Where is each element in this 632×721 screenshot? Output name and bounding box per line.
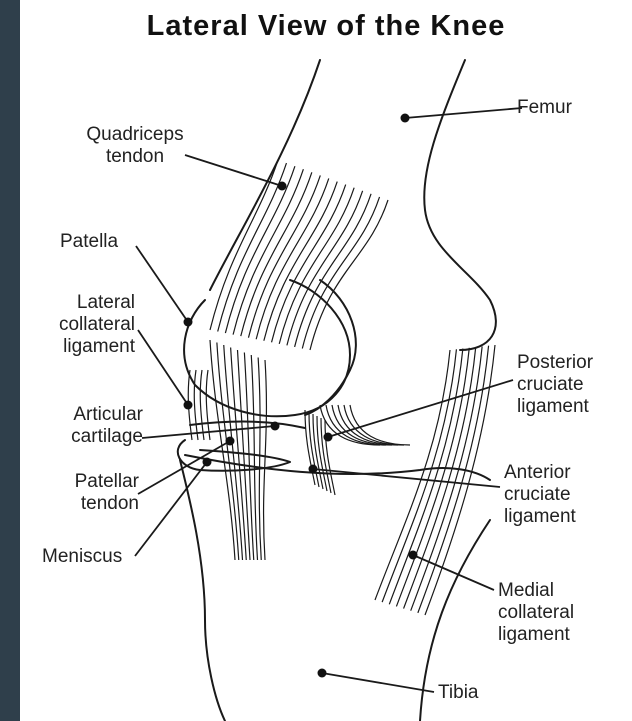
label-lcl-line3: ligament	[25, 336, 135, 358]
quadriceps-tendon-fibers	[210, 160, 388, 350]
label-patellar-tendon: Patellar tendon	[25, 471, 139, 515]
label-lateral-collateral-ligament: Lateral collateral ligament	[25, 292, 135, 358]
patellar-tendon-fibers-fiber	[264, 360, 267, 560]
label-tibia: Tibia	[438, 682, 478, 704]
label-femur-line1: Femur	[517, 97, 572, 119]
label-cartilage-line2: cartilage	[25, 426, 143, 448]
tibia-front-outline	[180, 460, 225, 721]
quadriceps-tendon-fibers-fiber	[256, 178, 329, 339]
dot-posterior-cruciate-ligament	[324, 433, 333, 442]
label-cartilage-line1: Articular	[25, 404, 143, 426]
dot-medial-collateral-ligament	[409, 551, 418, 560]
label-lcl-line1: Lateral	[25, 292, 135, 314]
dot-meniscus	[203, 458, 212, 467]
diagram-panel: Lateral View of the Knee Femur Quadricep…	[20, 0, 632, 721]
leader-posterior-cruciate-ligament	[328, 380, 513, 437]
quadriceps-tendon-fibers-fiber	[248, 175, 320, 337]
leader-lateral-collateral-ligament	[138, 330, 188, 405]
label-pcl-line2: cruciate	[517, 374, 627, 396]
dot-patellar-tendon	[226, 437, 235, 446]
dot-patella	[184, 318, 193, 327]
lateral-collateral-fibers-fiber	[206, 370, 210, 440]
condyle-outline	[305, 280, 356, 415]
label-pcl-line3: ligament	[517, 396, 627, 418]
leader-patellar-tendon	[138, 441, 230, 494]
label-patellar-line2: tendon	[25, 493, 139, 515]
label-articular-cartilage: Articular cartilage	[25, 404, 143, 448]
patella-outline	[184, 280, 350, 416]
label-acl-line3: ligament	[504, 506, 624, 528]
label-tibia-line1: Tibia	[438, 682, 478, 704]
leader-femur	[405, 108, 522, 118]
label-pcl-line1: Posterior	[517, 352, 627, 374]
lateral-collateral-fibers-fiber	[194, 370, 198, 440]
dot-anterior-cruciate-ligament	[309, 465, 318, 474]
anterior-cruciate-fibers-fiber	[321, 418, 331, 493]
femur-back-outline	[424, 60, 496, 350]
label-femur: Femur	[517, 97, 572, 119]
dot-quadriceps-tendon	[278, 182, 287, 191]
label-acl-line1: Anterior	[504, 462, 624, 484]
label-patella-line1: Patella	[60, 231, 118, 253]
label-anterior-cruciate-ligament: Anterior cruciate ligament	[504, 462, 624, 528]
quadriceps-tendon-fibers-fiber	[241, 172, 312, 336]
label-mcl-line3: ligament	[498, 624, 618, 646]
dot-articular-cartilage	[271, 422, 280, 431]
dot-tibia	[318, 669, 327, 678]
posterior-cruciate-fibers-fiber	[332, 405, 392, 445]
label-mcl-line2: collateral	[498, 602, 618, 624]
label-medial-collateral-ligament: Medial collateral ligament	[498, 580, 618, 646]
label-quadriceps-tendon: Quadriceps tendon	[50, 124, 220, 168]
leader-tibia	[322, 673, 434, 692]
label-lcl-line2: collateral	[25, 314, 135, 336]
label-meniscus: Meniscus	[42, 546, 122, 568]
label-meniscus-line1: Meniscus	[42, 546, 122, 568]
quadriceps-tendon-fibers-fiber	[279, 188, 354, 344]
quadriceps-tendon-fibers-fiber	[295, 194, 371, 347]
medial-collateral-fibers-fiber	[396, 348, 469, 607]
quadriceps-tendon-fibers-fiber	[272, 185, 346, 343]
label-quadriceps-line1: Quadriceps	[50, 124, 220, 146]
label-patellar-line1: Patellar	[25, 471, 139, 493]
quadriceps-tendon-fibers-fiber	[264, 182, 337, 341]
patellar-tendon-fibers-fiber	[258, 358, 261, 561]
label-quadriceps-line2: tendon	[50, 146, 220, 168]
anterior-cruciate-fibers	[305, 410, 335, 495]
dot-femur	[401, 114, 410, 123]
label-mcl-line1: Medial	[498, 580, 618, 602]
patellar-tendon-fibers	[210, 340, 266, 560]
lateral-collateral-fibers-fiber	[200, 370, 204, 440]
label-posterior-cruciate-ligament: Posterior cruciate ligament	[517, 352, 627, 418]
label-acl-line2: cruciate	[504, 484, 624, 506]
label-patella: Patella	[60, 231, 118, 253]
dot-lateral-collateral-ligament	[184, 401, 193, 410]
leader-meniscus	[135, 462, 207, 556]
femur-outline	[210, 60, 320, 290]
leader-patella	[136, 246, 188, 322]
